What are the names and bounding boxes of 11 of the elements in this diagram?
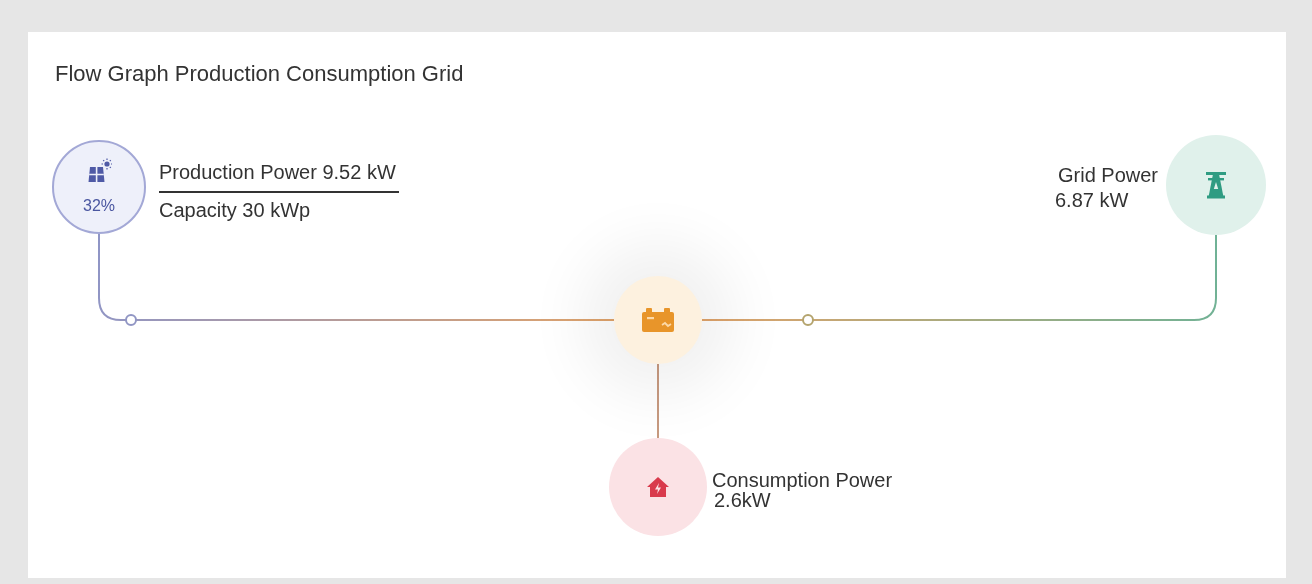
percentage-text: 32%	[83, 196, 115, 216]
power-label: Production Power 9.52 kW	[159, 160, 396, 184]
diagram-title: Flow Graph Production Consumption Grid	[55, 60, 464, 88]
power-label: Grid Power	[1058, 163, 1159, 187]
power-label: Consumption Power	[712, 468, 893, 492]
capacity-label: Capacity 30 kWp	[159, 198, 311, 222]
connector-line	[98, 233, 615, 321]
power-value: 2.6kW	[714, 489, 771, 512]
connector-line	[657, 363, 659, 439]
connector-line	[701, 234, 1217, 321]
power-value: 6.87 kW	[1055, 188, 1129, 212]
